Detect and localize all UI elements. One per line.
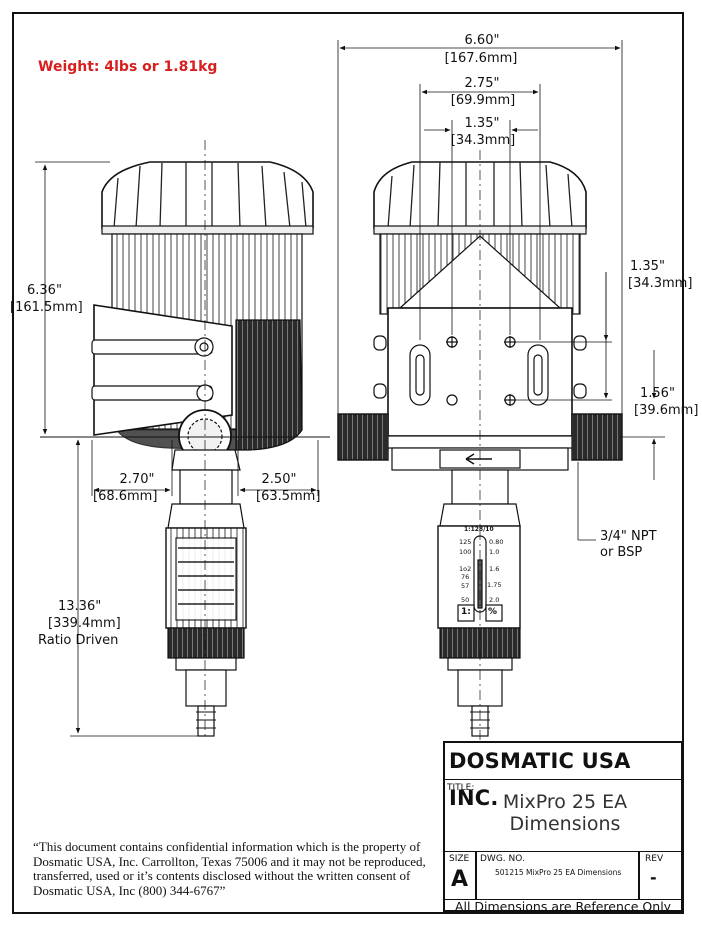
title-block: DOSMATIC USA INC. TITLE: MixPro 25 EA Di… xyxy=(443,741,683,914)
scale-left-5: 50 xyxy=(461,596,470,604)
scale-left-3: 76 xyxy=(461,573,470,581)
port-spec-line2: or BSP xyxy=(600,545,643,560)
size-label: SIZE xyxy=(449,854,470,864)
scale-right-4: 2.0 xyxy=(489,596,500,604)
dim-total-height-metric: [339.4mm] xyxy=(48,616,121,631)
drawing-title-line2: Dimensions xyxy=(509,813,621,835)
dwg-no-value: 501215 MixPro 25 EA Dimensions xyxy=(495,868,622,877)
dim-left-offset-imperial: 2.70" xyxy=(119,472,155,487)
outlet-port xyxy=(571,413,623,461)
divider xyxy=(638,851,640,900)
scale-left-4: 57 xyxy=(461,582,470,590)
dim-overall-width-imperial: 6.60" xyxy=(464,33,500,48)
weight-note: Weight: 4lbs or 1.81kg xyxy=(38,59,218,75)
drawing-border xyxy=(12,12,684,914)
dim-overall-width-metric: [167.6mm] xyxy=(444,51,518,66)
size-value: A xyxy=(451,867,469,892)
inlet-port xyxy=(337,413,389,461)
scale-right-0: 0.80 xyxy=(489,538,504,546)
side-view xyxy=(40,140,330,740)
scale-right-3: 1.75 xyxy=(487,581,502,589)
dim-right-offset-metric: [63.5mm] xyxy=(256,489,321,504)
dim-hole-spacing-h-metric: [34.3mm] xyxy=(450,133,516,148)
scale-top-label: 1:128/10 xyxy=(464,526,494,533)
mounting-holes xyxy=(446,336,516,406)
divider xyxy=(475,851,477,900)
rev-label: REV xyxy=(645,854,664,864)
dim-mount-width-metric: [69.9mm] xyxy=(450,93,516,108)
drawing-title: MixPro 25 EA Dimensions xyxy=(475,791,655,835)
dim-hole-to-centerline-metric: [39.6mm] xyxy=(634,403,699,418)
port-spec-line1: 3/4" NPT xyxy=(600,529,657,544)
dim-hole-spacing-v-metric: [34.3mm] xyxy=(628,276,693,291)
title-block-info-row xyxy=(445,851,681,900)
dim-body-height-metric: [161.5mm] xyxy=(10,300,83,315)
dim-mount-width-imperial: 2.75" xyxy=(464,76,500,91)
dwg-no-label: DWG. NO. xyxy=(480,854,525,864)
dim-hole-to-centerline-imperial: 1.56" xyxy=(640,386,675,401)
confidentiality-notice: “This document contains confidential inf… xyxy=(33,839,426,898)
reference-note: All Dimensions are Reference Only xyxy=(454,899,672,914)
scale-left-1: 100 xyxy=(459,548,472,556)
company-name: DOSMATIC USA INC. xyxy=(445,743,681,810)
drawing-title-line1: MixPro 25 EA xyxy=(502,791,628,813)
title-label: TITLE: xyxy=(447,783,475,793)
scale-right-1: 1.0 xyxy=(489,548,500,556)
dim-total-height-imperial: 13.36" xyxy=(58,599,102,614)
scale-right-2: 1.6 xyxy=(489,565,500,573)
rev-value: - xyxy=(650,868,657,887)
scale-unit-ratio: 1: xyxy=(461,607,471,617)
dim-left-offset-metric: [68.6mm] xyxy=(93,489,158,504)
dim-hole-spacing-h-imperial: 1.35" xyxy=(464,116,500,131)
dim-body-height-imperial: 6.36" xyxy=(27,283,62,298)
ratio-driven-label: Ratio Driven xyxy=(38,633,119,648)
scale-left-0: 125 xyxy=(459,538,472,546)
side-view-cap xyxy=(101,161,314,229)
front-view xyxy=(337,150,623,740)
dim-right-offset-imperial: 2.50" xyxy=(261,472,297,487)
scale-unit-percent: % xyxy=(488,607,498,617)
scale-left-2: 1o2 xyxy=(459,565,472,573)
dim-hole-spacing-v-imperial: 1.35" xyxy=(630,259,665,274)
